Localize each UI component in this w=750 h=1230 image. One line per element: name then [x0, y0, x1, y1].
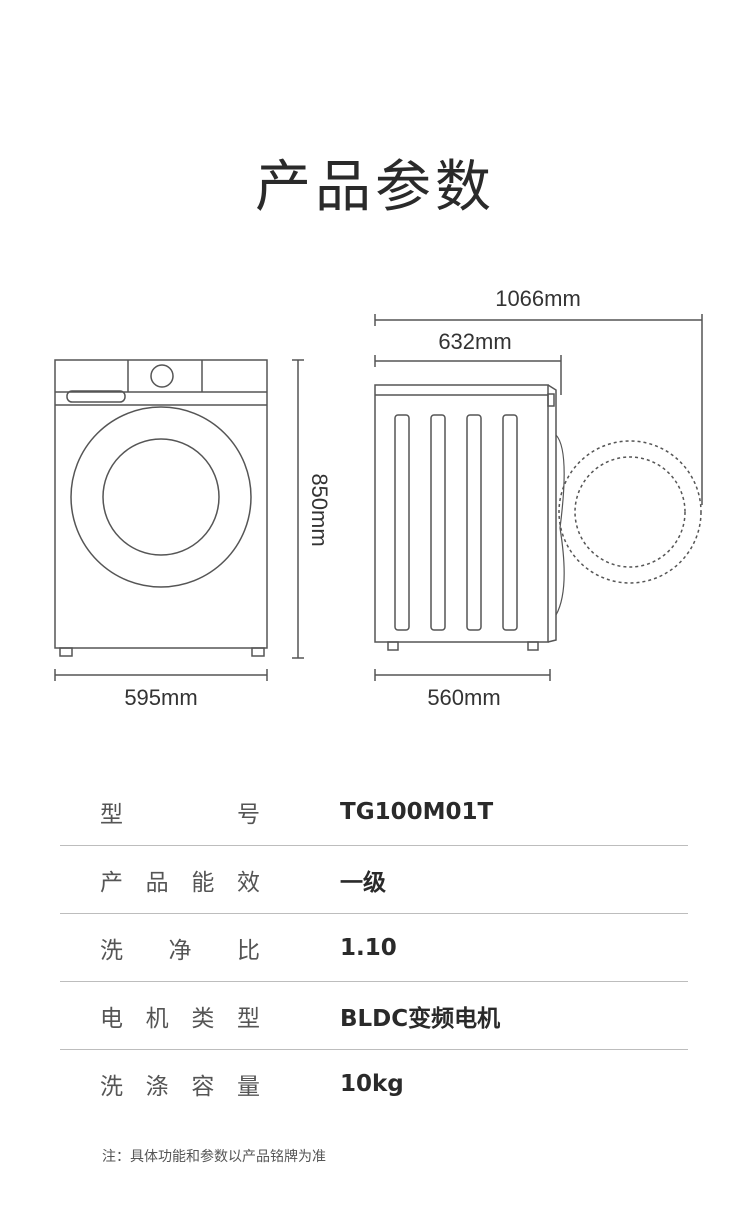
page-title: 产品参数	[255, 155, 495, 220]
spec-label: 产品能效	[100, 863, 260, 897]
spec-label: 电机类型	[100, 999, 260, 1033]
spec-value: 1.10	[340, 934, 397, 961]
side-foot-right	[527, 641, 539, 651]
dim-depth-body-label: 560mm	[427, 685, 500, 710]
spec-table: 型号 TG100M01T 产品能效 一级 洗净比 1.10 电机类型 BLDC变…	[60, 778, 688, 1118]
spec-label-char: 洗	[100, 1074, 123, 1100]
front-door-outer	[70, 406, 252, 588]
spec-row-model: 型号 TG100M01T	[60, 778, 688, 846]
control-knob	[150, 364, 174, 388]
spec-label: 洗涤容量	[100, 1067, 260, 1101]
dim-width-label: 595mm	[124, 685, 197, 710]
side-body-outline	[374, 384, 549, 643]
spec-label-char: 比	[237, 937, 260, 964]
side-foot-left	[387, 641, 399, 651]
spec-row-motor: 电机类型 BLDC变频电机	[60, 982, 688, 1050]
spec-row-wash-ratio: 洗 净 比 1.10	[60, 914, 688, 982]
spec-value: BLDC变频电机	[340, 1005, 501, 1032]
spec-label: 洗净比	[100, 931, 260, 965]
spec-label-char: 号	[237, 801, 260, 828]
detergent-drawer	[66, 390, 126, 403]
spec-value: 一级	[340, 869, 386, 896]
dim-depth-door-label: 632mm	[438, 329, 511, 354]
dim-line-depth-open	[374, 314, 703, 505]
dim-line-width	[54, 669, 268, 681]
spec-label-char: 量	[236, 1074, 260, 1100]
spec-label-char: 类	[191, 1005, 215, 1032]
front-foot-right	[251, 647, 265, 657]
spec-label-char: 效	[236, 869, 260, 896]
spec-label-char: 型	[100, 801, 123, 828]
spec-label-char: 电	[100, 1005, 123, 1032]
door-open-inner	[574, 456, 686, 568]
dim-depth-open-label: 1066mm	[495, 286, 581, 311]
spec-value: TG100M01T	[340, 798, 494, 825]
spec-label-char: 洗	[100, 937, 123, 964]
dim-line-depth-body	[374, 669, 551, 681]
spec-label-char: 产	[100, 869, 123, 896]
spec-row-capacity: 洗涤容量 10kg	[60, 1050, 688, 1118]
spec-label-char: 品	[145, 869, 169, 896]
dim-line-depth-door	[374, 355, 562, 395]
front-view-washer	[54, 359, 268, 657]
spec-label-char: 净	[168, 937, 192, 964]
dim-height-label: 850mm	[307, 473, 332, 546]
door-open-outer	[558, 440, 702, 584]
spec-row-energy: 产品能效 一级	[60, 846, 688, 914]
front-foot-left	[59, 647, 73, 657]
footnote: 注：具体功能和参数以产品铭牌为准	[102, 1149, 326, 1165]
dim-line-height	[292, 359, 304, 659]
spec-label-char: 容	[191, 1074, 215, 1100]
spec-label: 型号	[100, 795, 260, 829]
spec-label-char: 涤	[145, 1074, 169, 1100]
side-view-washer	[374, 384, 702, 651]
spec-label-char: 能	[191, 869, 215, 896]
dimension-diagram: 595mm 850mm 560mm 632mm 1066mm	[54, 286, 703, 710]
front-door-glass	[102, 438, 220, 556]
spec-label-char: 机	[145, 1005, 169, 1032]
front-body-outline	[54, 359, 268, 649]
spec-label-char: 型	[236, 1005, 260, 1032]
spec-value: 10kg	[340, 1071, 404, 1097]
